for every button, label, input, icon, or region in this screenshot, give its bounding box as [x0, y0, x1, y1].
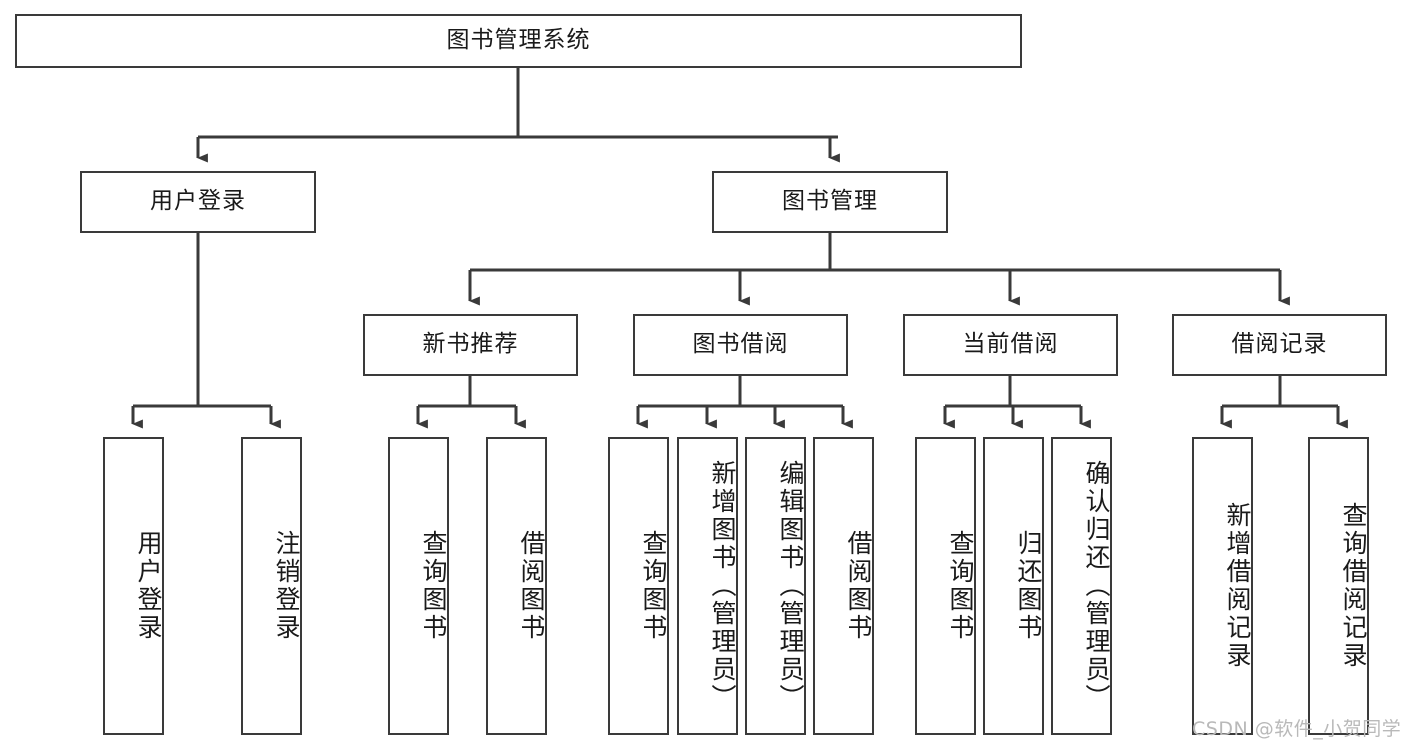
node-borrow-record-label: 借阅记录: [1231, 331, 1328, 358]
node-leaf-query-book-1-label: 查询图书: [419, 530, 448, 642]
node-leaf-confirm-return[interactable]: 确认归还（管理员）: [1051, 437, 1112, 735]
edges-currentborrow-to-leaves: [943, 376, 1091, 429]
node-leaf-user-login[interactable]: 用户登录: [103, 437, 164, 735]
node-root[interactable]: 图书管理系统: [15, 14, 1022, 68]
node-leaf-borrow-book-1[interactable]: 借阅图书: [486, 437, 547, 735]
node-book-borrow-label: 图书借阅: [692, 331, 789, 358]
node-leaf-add-book[interactable]: 新增图书（管理员）: [677, 437, 738, 735]
node-leaf-query-book-3-label: 查询图书: [946, 530, 975, 642]
node-leaf-logout[interactable]: 注销登录: [241, 437, 302, 735]
node-user-login[interactable]: 用户登录: [80, 171, 316, 233]
node-borrow-record[interactable]: 借阅记录: [1172, 314, 1387, 376]
edges-newbook-to-leaves: [416, 376, 526, 429]
node-new-book-recommend-label: 新书推荐: [422, 331, 519, 358]
node-leaf-query-book-2-label: 查询图书: [639, 530, 668, 642]
edges-borrowrecord-to-leaves: [1220, 376, 1348, 429]
node-current-borrow[interactable]: 当前借阅: [903, 314, 1118, 376]
node-leaf-confirm-return-label: 确认归还（管理员）: [1082, 460, 1111, 712]
node-book-borrow[interactable]: 图书借阅: [633, 314, 848, 376]
node-book-manage-label: 图书管理: [782, 188, 878, 215]
node-leaf-return-book-label: 归还图书: [1014, 530, 1043, 642]
node-user-login-label: 用户登录: [150, 188, 246, 215]
node-book-manage[interactable]: 图书管理: [712, 171, 948, 233]
node-leaf-user-login-label: 用户登录: [134, 530, 163, 642]
node-current-borrow-label: 当前借阅: [962, 331, 1059, 358]
node-leaf-add-record-label: 新增借阅记录: [1223, 502, 1252, 670]
node-leaf-query-book-3[interactable]: 查询图书: [915, 437, 976, 735]
node-leaf-add-record[interactable]: 新增借阅记录: [1192, 437, 1253, 735]
node-leaf-add-book-label: 新增图书（管理员）: [708, 460, 737, 712]
node-leaf-query-book-1[interactable]: 查询图书: [388, 437, 449, 735]
node-leaf-borrow-book-1-label: 借阅图书: [517, 530, 546, 642]
node-leaf-borrow-book-2-label: 借阅图书: [844, 530, 873, 642]
edges-level1-to-level2: [468, 233, 1290, 306]
node-new-book-recommend[interactable]: 新书推荐: [363, 314, 578, 376]
node-leaf-edit-book[interactable]: 编辑图书（管理员）: [745, 437, 806, 735]
node-leaf-logout-label: 注销登录: [272, 530, 301, 642]
edges-bookborrow-to-leaves: [636, 376, 853, 429]
node-leaf-edit-book-label: 编辑图书（管理员）: [776, 460, 805, 712]
node-leaf-query-record[interactable]: 查询借阅记录: [1308, 437, 1369, 735]
edges-userlogin-to-leaves: [131, 233, 281, 429]
node-leaf-query-record-label: 查询借阅记录: [1339, 502, 1368, 670]
node-leaf-return-book[interactable]: 归还图书: [983, 437, 1044, 735]
node-root-label: 图书管理系统: [446, 27, 591, 54]
node-leaf-borrow-book-2[interactable]: 借阅图书: [813, 437, 874, 735]
node-leaf-query-book-2[interactable]: 查询图书: [608, 437, 669, 735]
edges-root-to-level1: [196, 68, 840, 163]
csdn-watermark: CSDN @软件_小贺同学: [1192, 718, 1402, 740]
